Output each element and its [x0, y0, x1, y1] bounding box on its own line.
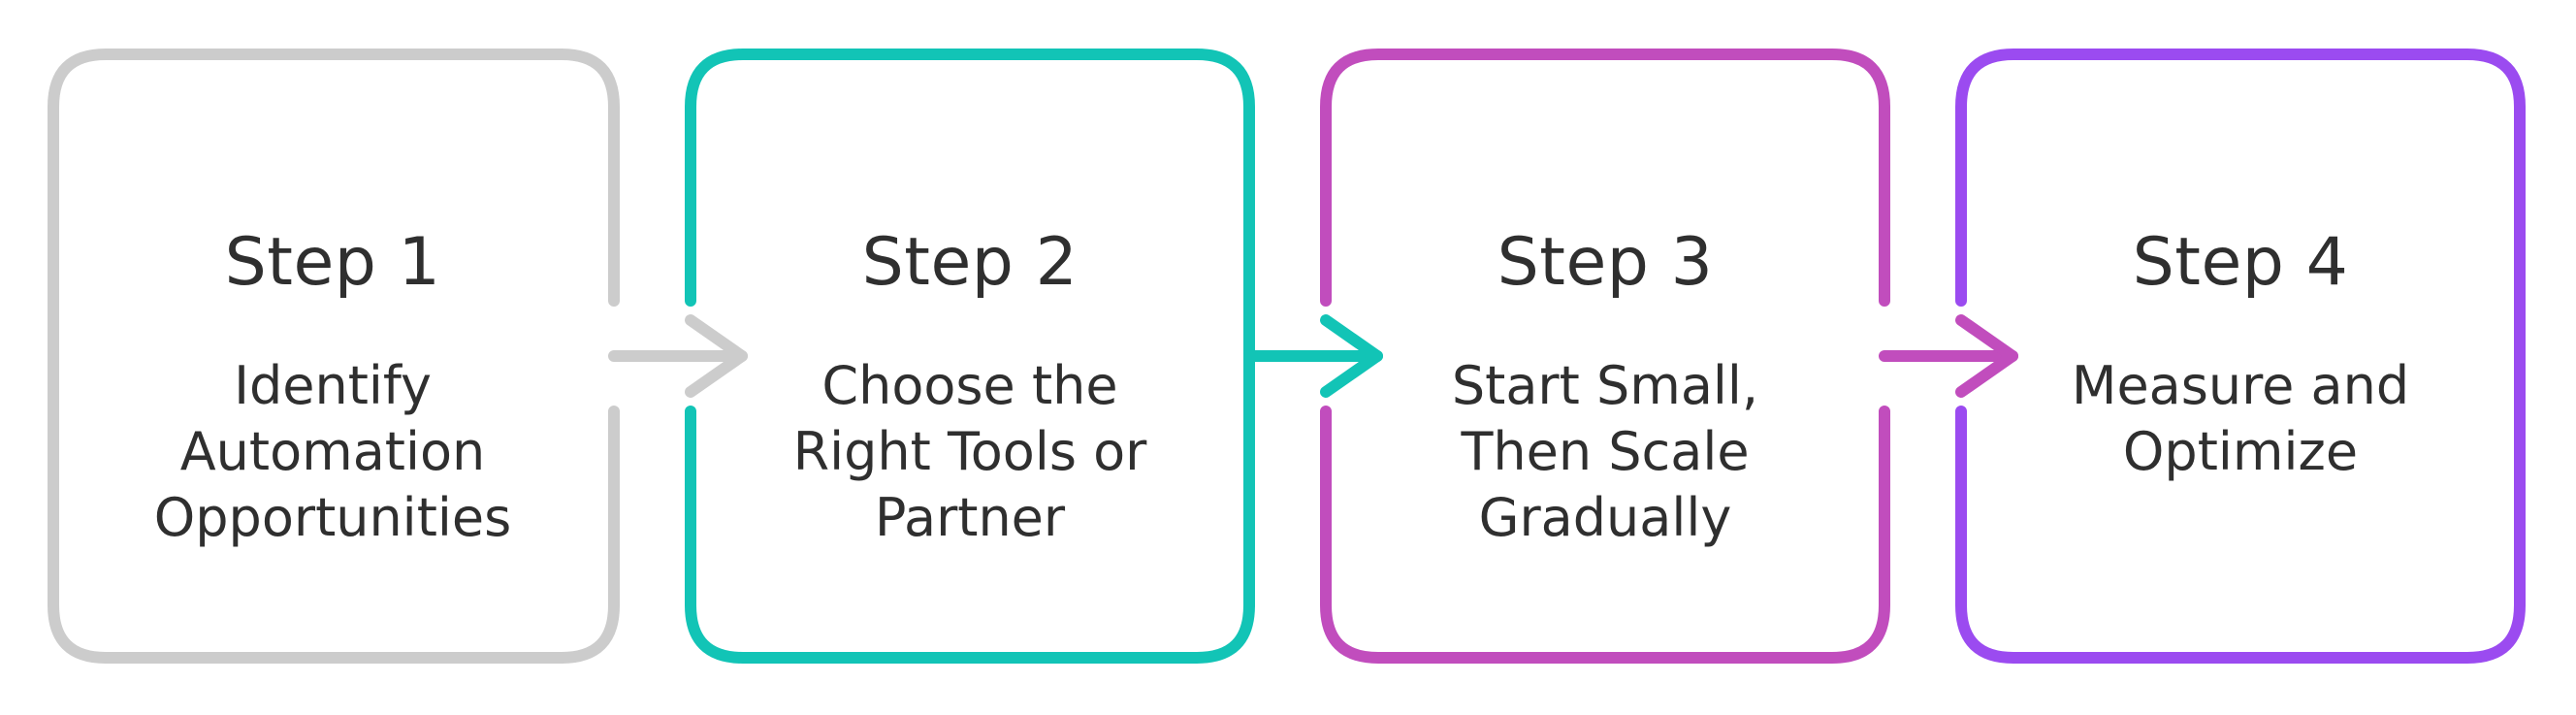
step-3-title: Step 3 — [1497, 224, 1714, 301]
step-1-description: Identify Automation Opportunities — [153, 355, 512, 548]
step-1-card: Step 1 Identify Automation Opportunities — [53, 50, 612, 662]
step-4-title: Step 4 — [2132, 224, 2349, 301]
step-1-title: Step 1 — [224, 224, 441, 301]
step-4-card: Step 4 Measure and Optimize — [1961, 50, 2520, 662]
step-4-description: Measure and Optimize — [2071, 355, 2410, 482]
step-3-card: Step 3 Start Small, Then Scale Gradually — [1326, 50, 1884, 662]
step-3-description: Start Small, Then Scale Gradually — [1451, 355, 1759, 548]
step-2-description: Choose the Right Tools or Partner — [792, 355, 1147, 548]
step-2-card: Step 2 Choose the Right Tools or Partner — [691, 50, 1249, 662]
step-2-title: Step 2 — [861, 224, 1079, 301]
